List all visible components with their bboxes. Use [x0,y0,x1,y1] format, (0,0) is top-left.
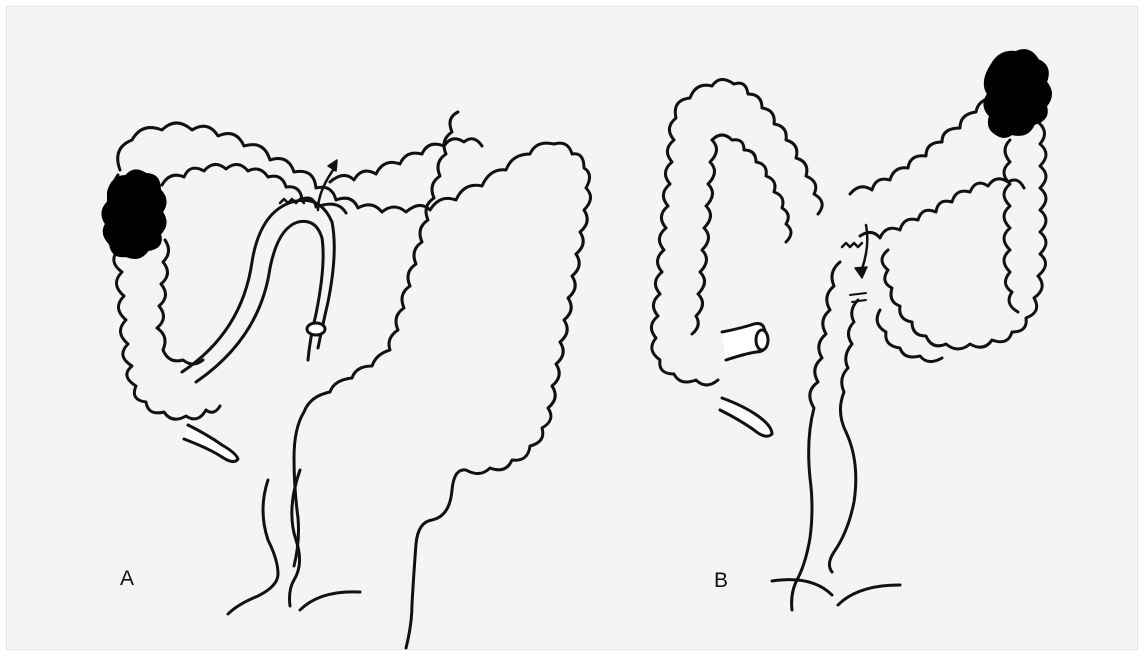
panel-b-diagram [651,79,1046,610]
panel-a-label: A [120,568,134,589]
panel-a-colon [118,123,591,648]
panel-a-ileum-loop [182,200,334,382]
panel-b-anastomosis [842,243,862,247]
panel-a-tumor [102,170,165,258]
panel-b-label: B [714,570,728,591]
panel-a-diagram [114,112,591,648]
